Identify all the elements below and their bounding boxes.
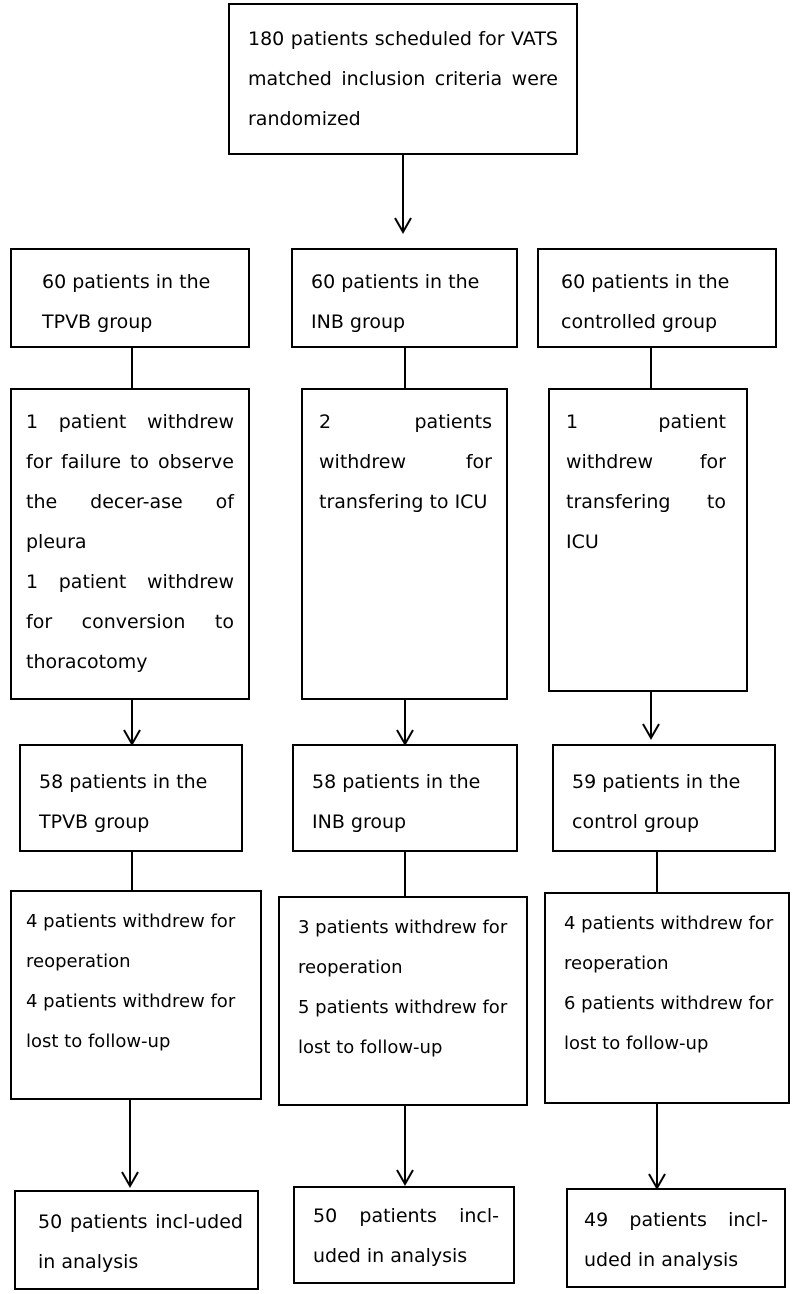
inb-withdrawal-text-2a: 3 patients withdrew for reoperation bbox=[298, 917, 508, 978]
inb-analysis-box: 50 patients incl-uded in analysis bbox=[293, 1186, 515, 1284]
tpvb-group2-box: 58 patients in the TPVB group bbox=[19, 744, 243, 852]
control-withdrawal-text-2a: 4 patients withdrew for reoperation bbox=[564, 913, 774, 974]
control-group-text: 60 patients in the controlled group bbox=[561, 271, 730, 333]
arrowhead-top bbox=[394, 217, 412, 235]
inb-withdrawal-text-2b: 5 patients withdrew for lost to follow-u… bbox=[298, 997, 508, 1058]
inb-group-box: 60 patients in the INB group bbox=[291, 248, 518, 348]
tpvb-withdrawal-text-1: 1 patient withdrew for failure to observ… bbox=[26, 411, 234, 553]
inb-analysis-text: 50 patients incl-uded in analysis bbox=[313, 1205, 499, 1267]
arrowhead-control-2 bbox=[642, 723, 660, 741]
tpvb-withdrawal-text-1b: 1 patient withdrew for conversion to tho… bbox=[26, 571, 234, 673]
tpvb-withdrawal-box-1: 1 patient withdrew for failure to observ… bbox=[10, 388, 250, 700]
control-withdrawal-text-1: 1 patient withdrew for transfering to IC… bbox=[566, 411, 726, 553]
control-group2-box: 59 patients in the control group bbox=[552, 744, 776, 852]
arrowhead-tpvb-4 bbox=[121, 1171, 139, 1189]
tpvb-group2-text: 58 patients in the TPVB group bbox=[39, 771, 208, 833]
control-withdrawal-box-1: 1 patient withdrew for transfering to IC… bbox=[548, 388, 748, 692]
inb-group2-text: 58 patients in the INB group bbox=[312, 771, 481, 833]
tpvb-group-text: 60 patients in the TPVB group bbox=[42, 271, 211, 333]
inb-group-text: 60 patients in the INB group bbox=[311, 271, 480, 333]
inb-withdrawal-text-1: 2 patients withdrew for transfering to I… bbox=[319, 411, 492, 513]
control-withdrawal-box-2: 4 patients withdrew for reoperation 6 pa… bbox=[544, 892, 790, 1104]
tpvb-withdrawal-box-2: 4 patients withdrew for reoperation 4 pa… bbox=[10, 890, 262, 1100]
randomized-box: 180 patients scheduled for VATS matched … bbox=[228, 3, 578, 155]
inb-withdrawal-box-2: 3 patients withdrew for reoperation 5 pa… bbox=[278, 896, 528, 1106]
control-group-box: 60 patients in the controlled group bbox=[537, 248, 777, 348]
tpvb-analysis-text: 50 patients incl-uded in analysis bbox=[38, 1211, 243, 1273]
tpvb-analysis-box: 50 patients incl-uded in analysis bbox=[14, 1190, 259, 1290]
control-withdrawal-text-2b: 6 patients withdrew for lost to follow-u… bbox=[564, 993, 774, 1054]
control-analysis-text: 49 patients incl-uded in analysis bbox=[584, 1209, 768, 1271]
inb-group2-box: 58 patients in the INB group bbox=[292, 744, 518, 852]
tpvb-withdrawal-text-2a: 4 patients withdrew for reoperation bbox=[26, 911, 236, 972]
inb-withdrawal-box-1: 2 patients withdrew for transfering to I… bbox=[301, 388, 508, 700]
arrowhead-inb-4 bbox=[396, 1169, 414, 1187]
control-analysis-box: 49 patients incl-uded in analysis bbox=[566, 1188, 786, 1288]
tpvb-withdrawal-text-2b: 4 patients withdrew for lost to follow-u… bbox=[26, 991, 236, 1052]
randomized-text: 180 patients scheduled for VATS matched … bbox=[248, 28, 558, 130]
control-group2-text: 59 patients in the control group bbox=[572, 771, 741, 833]
tpvb-group-box: 60 patients in the TPVB group bbox=[10, 248, 250, 348]
